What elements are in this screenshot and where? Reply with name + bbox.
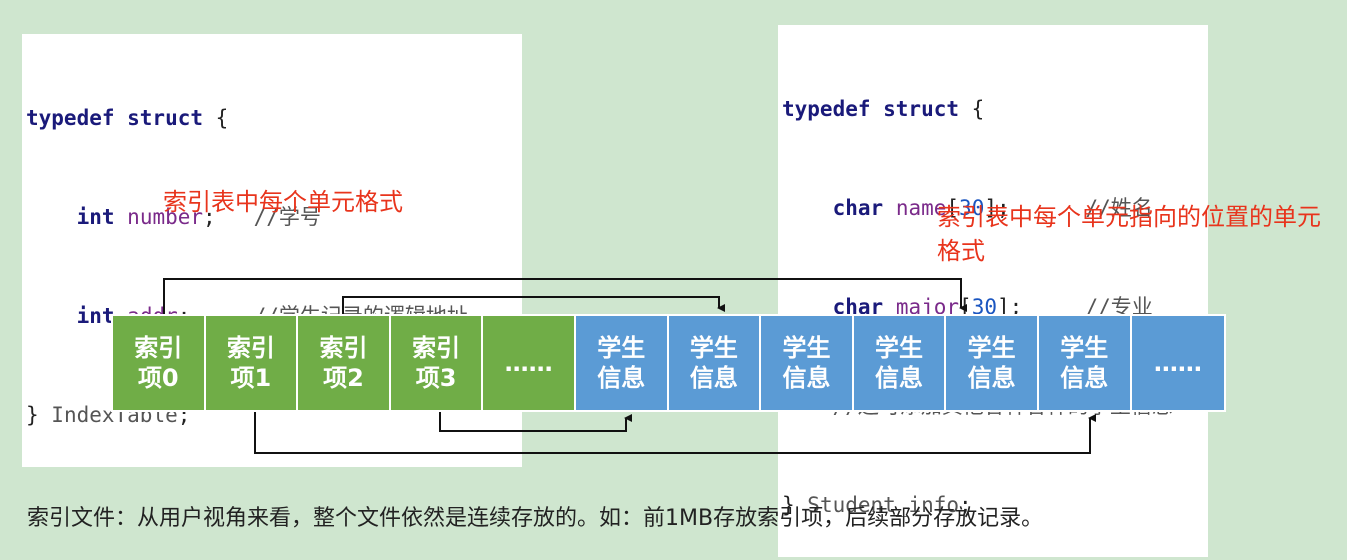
arrow-index0 xyxy=(163,278,967,314)
student-record-cell: 学生信息 xyxy=(1038,316,1132,410)
explanation-text: 索引文件：从用户视角来看，整个文件依然是连续存放的。如：前1MB存放索引项，后续… xyxy=(27,506,1044,531)
index-table-caption: 索引表中每个单元格式 xyxy=(163,188,403,216)
student-record-cell: …… xyxy=(1131,316,1225,410)
index-entry-cell: …… xyxy=(483,316,576,410)
student-record-cell: 学生信息 xyxy=(575,316,669,410)
code-comment: //学号 xyxy=(253,205,321,229)
index-entry-cell: 索引项1 xyxy=(205,316,299,410)
student-record-cell: 学生信息 xyxy=(946,316,1039,410)
arrow-index2 xyxy=(342,296,725,314)
arrow-index3 xyxy=(439,412,632,432)
code-comment: //姓名 xyxy=(1085,196,1153,220)
index-entry-cell: 索引项0 xyxy=(113,316,206,410)
student-record-cell: 学生信息 xyxy=(853,316,947,410)
student-record-cell: 学生信息 xyxy=(761,316,854,410)
keyword: typedef struct xyxy=(26,106,204,130)
index-entry-cell: 索引项2 xyxy=(298,316,391,410)
student-info-caption: 索引表中每个单元指向的位置的单元格式 xyxy=(937,203,1321,265)
student-record-cell: 学生信息 xyxy=(668,316,762,410)
arrow-index1 xyxy=(254,412,1096,454)
index-entry-cell: 索引项3 xyxy=(390,316,484,410)
